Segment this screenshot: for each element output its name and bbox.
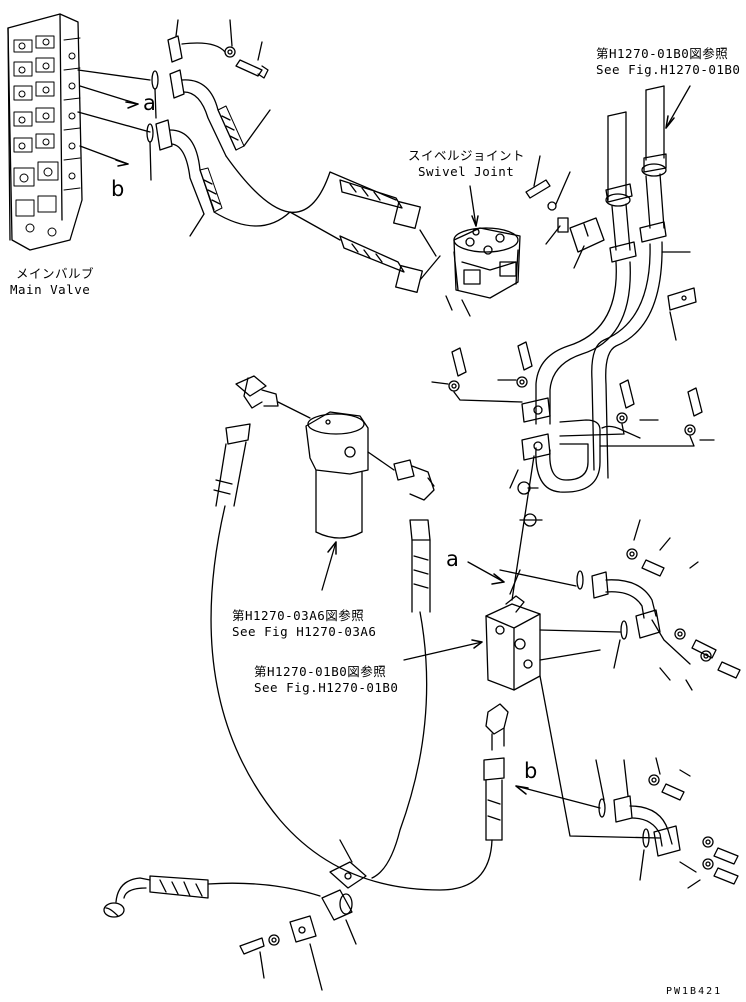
- top-reference-label-en: See Fig.H1270-01B0: [596, 62, 741, 77]
- hose-upper: [169, 69, 271, 157]
- hose-to-swivel-lower: [213, 211, 441, 293]
- hose-clamps-bottom: [239, 839, 367, 991]
- split-flange-top: [167, 19, 269, 79]
- bolts-mid-right: [559, 379, 715, 447]
- callout-a-valve-block: a: [446, 547, 459, 571]
- main-valve-label-jp: メインバルブ: [16, 266, 95, 281]
- valve-block-reference-label-jp: 第H1270-01B0図参照: [254, 664, 387, 679]
- main-valve-label-en: Main Valve: [10, 282, 91, 297]
- swivel-joint: [445, 227, 521, 317]
- filter-reference-label-en: See Fig H1270-03A6: [232, 624, 377, 639]
- hose-right-long: [371, 519, 431, 879]
- drawing-code: PW1B421: [666, 986, 723, 997]
- block-leader-a: [467, 561, 577, 595]
- hose-to-swivel-upper: [225, 155, 421, 229]
- block-leader-b: [515, 675, 661, 839]
- top-ref-leader: [665, 85, 691, 129]
- hose-lower: [155, 119, 223, 237]
- filter: [305, 411, 395, 539]
- callout-b-valve-block: b: [524, 759, 538, 783]
- o-ring-upper: [151, 70, 159, 90]
- valve-block-reference-label-en: See Fig.H1270-01B0: [254, 680, 399, 695]
- swivel-joint-label-jp: スイベルジョイント: [408, 148, 526, 163]
- hose-bottom-left: [103, 875, 321, 918]
- main-valve: [7, 13, 83, 251]
- valve-block: [485, 595, 621, 691]
- swivel-leader: [469, 185, 477, 227]
- flange-set-upper-right: [576, 519, 741, 691]
- callout-a-main-valve: a: [143, 91, 156, 115]
- steel-tube-assembly: [535, 85, 667, 493]
- elbow-fitting-top: [235, 375, 311, 419]
- o-ring-lower: [146, 123, 154, 143]
- elbow-fitting-right: [393, 459, 435, 501]
- connector-below-block: [485, 703, 509, 751]
- swivel-joint-label-en: Swivel Joint: [418, 164, 515, 179]
- main-valve-leader-b: [77, 111, 151, 167]
- hose-left-long: [210, 423, 493, 891]
- filter-reference-label-jp: 第H1270-03A6図参照: [232, 608, 365, 623]
- callout-b-main-valve: b: [111, 177, 125, 201]
- filter-ref-leader: [321, 541, 337, 591]
- main-valve-leader-a: [77, 69, 151, 109]
- mid-ref-leader: [403, 641, 483, 661]
- swivel-bolt-set: [525, 155, 605, 269]
- bolts-mid-left: [431, 341, 533, 403]
- tee-fittings: [509, 397, 551, 601]
- top-reference-label-jp: 第H1270-01B0図参照: [596, 46, 729, 61]
- tube-clamp-right: [661, 251, 697, 341]
- hose-bottom-center: [483, 757, 505, 841]
- flange-set-lower-right: [595, 757, 739, 889]
